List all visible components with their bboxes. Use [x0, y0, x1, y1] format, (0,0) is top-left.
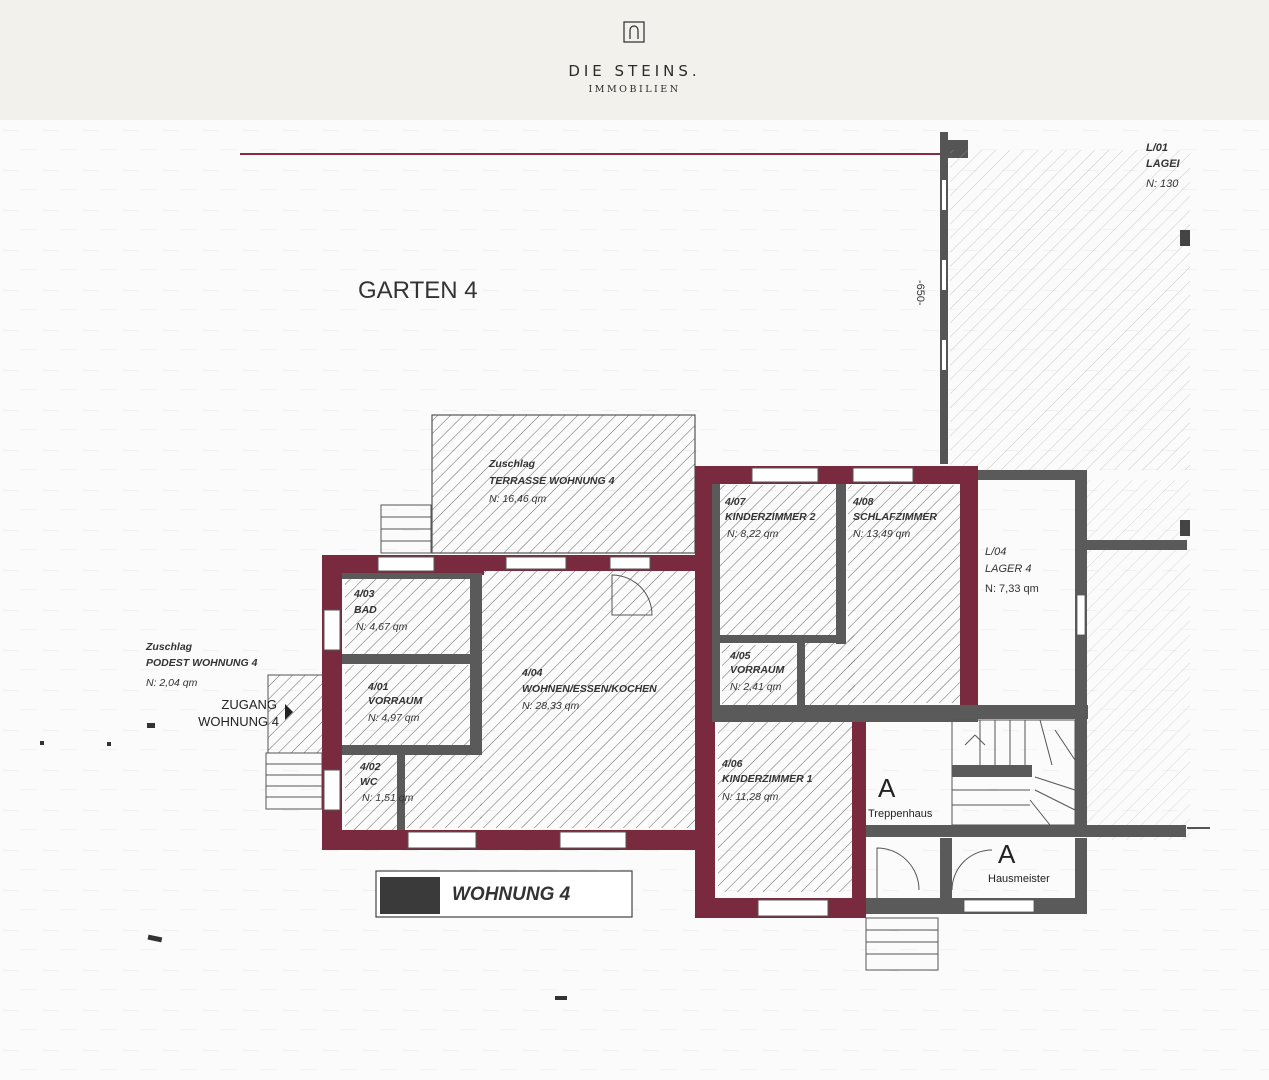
- brand-subtitle: IMMOBILIEN: [588, 84, 681, 95]
- room-4-04-code: 4/04: [521, 667, 543, 679]
- room-4-05-area: N: 2,41 qm: [730, 681, 782, 693]
- room-l-04-name: LAGER 4: [985, 563, 1031, 575]
- wall-stub: [1180, 230, 1190, 246]
- garden-fence-wall: [940, 132, 948, 464]
- brand-name: DIE STEINS.: [568, 62, 701, 80]
- entry-steps-bottom: [865, 917, 939, 971]
- stairwell: [951, 719, 1076, 826]
- room-4-05-name: VORRAUM: [730, 664, 785, 676]
- house-outline-icon: [623, 21, 645, 43]
- terrace-area: N: 16,46 qm: [489, 493, 546, 505]
- room-4-06-name: KINDERZIMMER 1: [722, 773, 813, 785]
- legend-swatch: [380, 877, 440, 914]
- room-l-04-area: N: 7,33 qm: [985, 583, 1039, 595]
- arrow-right-icon: [285, 704, 293, 720]
- room-hatching: [345, 485, 966, 892]
- dimension-label: -650-: [914, 280, 926, 306]
- room-4-02-code: 4/02: [359, 761, 381, 773]
- podest-name: PODEST WOHNUNG 4: [146, 657, 258, 669]
- terrace-prefix: Zuschlag: [488, 458, 536, 470]
- room-4-08-name: SCHLAFZIMMER: [853, 511, 937, 523]
- janitor-name: Hausmeister: [988, 873, 1050, 885]
- room-4-05-code: 4/05: [729, 650, 751, 662]
- floor-plan: GARTEN 4 -650- L/01 LAGEI N: 130: [0, 120, 1269, 1080]
- legend: WOHNUNG 4: [375, 870, 633, 918]
- room-4-04-name: WOHNEN/ESSEN/KOCHEN: [522, 683, 657, 695]
- header-bar: DIE STEINS. IMMOBILIEN: [0, 0, 1269, 120]
- room-4-08-code: 4/08: [852, 496, 874, 508]
- room-4-06-code: 4/06: [721, 758, 743, 770]
- podest-prefix: Zuschlag: [145, 641, 193, 653]
- room-4-03-area: N: 4,67 qm: [356, 621, 408, 633]
- door-swings: [611, 574, 993, 900]
- stair-name: Treppenhaus: [868, 808, 933, 820]
- room-4-01-name: VORRAUM: [368, 695, 423, 707]
- lager-top-code: L/01: [1146, 142, 1168, 154]
- room-4-04-area: N: 28,33 qm: [522, 700, 579, 712]
- terrace-steps: [380, 504, 432, 554]
- stair-letter: A: [878, 773, 896, 803]
- podest-area: N: 2,04 qm: [146, 677, 198, 689]
- lager-top-name: LAGEI: [1146, 158, 1181, 170]
- room-4-01-code: 4/01: [367, 681, 389, 693]
- room-4-07-area: N: 8,22 qm: [727, 528, 779, 540]
- neighbour-area-lower: [1080, 480, 1190, 840]
- neighbour-area: [950, 150, 1190, 470]
- room-4-01-area: N: 4,97 qm: [368, 712, 420, 724]
- room-4-03-name: BAD: [354, 604, 377, 616]
- zugang-line2: WOHNUNG 4: [198, 714, 279, 729]
- scan-specks: [40, 723, 567, 1000]
- room-4-02-area: N: 1,51 qm: [362, 792, 414, 804]
- legend-label: WOHNUNG 4: [452, 884, 571, 905]
- janitor-letter: A: [998, 839, 1016, 869]
- zugang-line1: ZUGANG: [221, 697, 277, 712]
- terrace-name: TERRASSE WOHNUNG 4: [489, 475, 615, 487]
- windows: [323, 467, 914, 917]
- room-l-04-code: L/04: [985, 546, 1006, 558]
- terrace-area: [431, 414, 696, 554]
- garden-label: GARTEN 4: [358, 277, 478, 304]
- room-4-07-name: KINDERZIMMER 2: [725, 511, 816, 523]
- room-4-03-code: 4/03: [353, 588, 375, 600]
- building-walls: [866, 470, 1187, 914]
- room-4-07-code: 4/07: [724, 496, 747, 508]
- room-4-02-name: WC: [360, 776, 378, 788]
- room-4-06-area: N: 11,28 qm: [722, 791, 779, 803]
- lager-top-area: N: 130: [1146, 178, 1179, 190]
- room-4-08-area: N: 13,49 qm: [853, 528, 910, 540]
